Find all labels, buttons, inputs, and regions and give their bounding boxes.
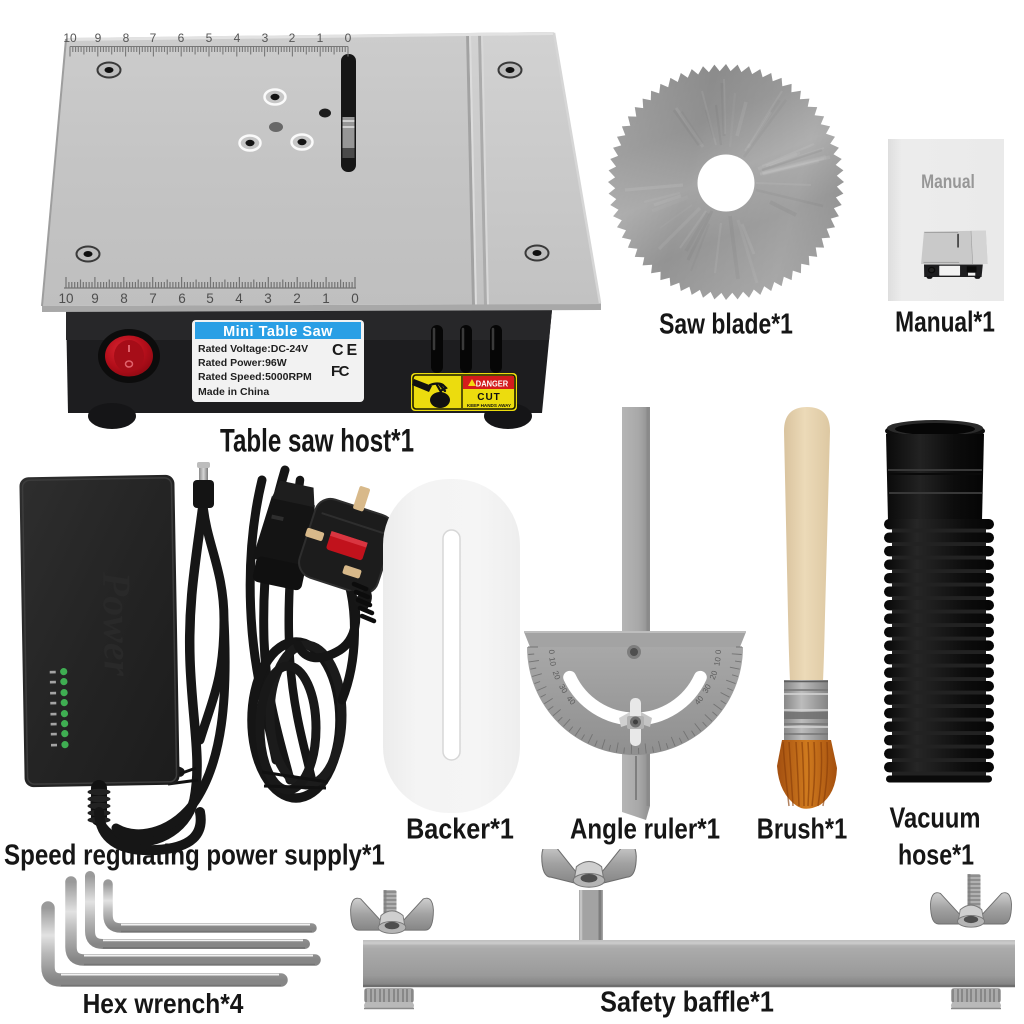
svg-text:0: 0 (714, 649, 723, 654)
svg-text:CE: CE (332, 342, 360, 359)
svg-text:4: 4 (235, 291, 243, 306)
svg-text:FC: FC (331, 363, 350, 380)
svg-text:1: 1 (317, 31, 324, 45)
svg-text:20: 20 (551, 669, 563, 681)
svg-text:Power: Power (94, 570, 141, 677)
svg-text:3: 3 (262, 31, 269, 45)
svg-text:0: 0 (547, 649, 556, 654)
svg-text:2: 2 (293, 291, 301, 306)
svg-text:6: 6 (178, 291, 186, 306)
svg-text:9: 9 (91, 291, 99, 306)
svg-text:Manual: Manual (921, 171, 975, 193)
svg-text:DANGER: DANGER (476, 379, 509, 389)
svg-text:2: 2 (289, 31, 296, 45)
svg-text:Rated Power:96W: Rated Power:96W (198, 357, 287, 369)
svg-text:20: 20 (708, 669, 720, 681)
svg-text:7: 7 (150, 31, 157, 45)
svg-text:Rated Speed:5000RPM: Rated Speed:5000RPM (198, 371, 312, 383)
svg-text:0: 0 (345, 31, 352, 45)
svg-text:0: 0 (351, 291, 359, 306)
svg-text:10: 10 (547, 656, 558, 667)
svg-text:8: 8 (123, 31, 130, 45)
svg-text:KEEP HANDS AWAY: KEEP HANDS AWAY (467, 403, 511, 408)
svg-text:Mini Table Saw: Mini Table Saw (223, 324, 333, 340)
svg-text:9: 9 (95, 31, 102, 45)
svg-text:6: 6 (178, 31, 185, 45)
svg-text:5: 5 (206, 31, 213, 45)
svg-text:7: 7 (149, 291, 157, 306)
svg-text:4: 4 (234, 31, 241, 45)
svg-text:3: 3 (264, 291, 272, 306)
svg-text:Rated Voltage:DC-24V: Rated Voltage:DC-24V (198, 343, 308, 355)
svg-text:Made in China: Made in China (198, 386, 269, 398)
svg-text:CUT: CUT (477, 392, 501, 403)
svg-text:5: 5 (206, 291, 214, 306)
svg-text:10: 10 (63, 31, 77, 45)
svg-text:10: 10 (58, 291, 73, 306)
svg-text:8: 8 (120, 291, 128, 306)
svg-text:10: 10 (712, 656, 723, 667)
svg-text:1: 1 (322, 291, 330, 306)
